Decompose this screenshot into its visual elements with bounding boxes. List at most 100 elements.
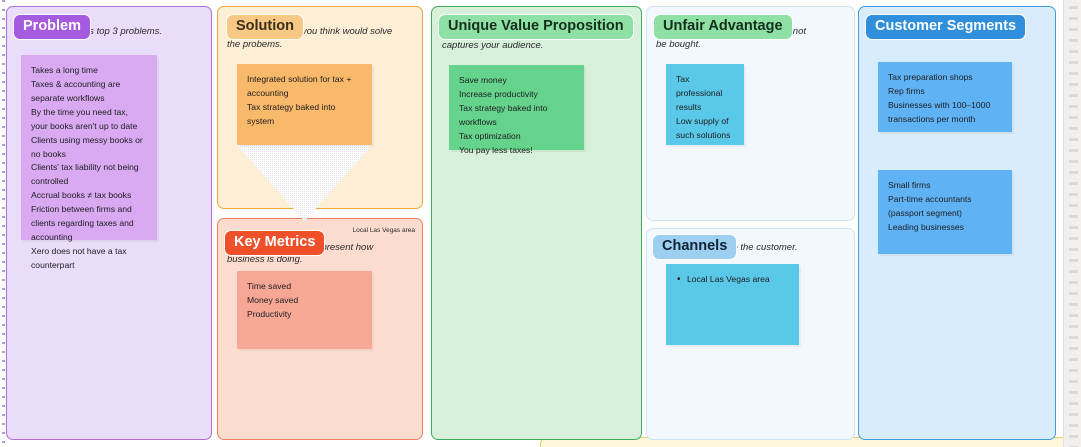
panel-title-channels: Channels xyxy=(652,234,738,260)
note-line: Time saved xyxy=(247,281,292,291)
note-line: Productivity xyxy=(247,308,292,319)
ruler-tick xyxy=(1069,402,1078,405)
ruler-tick xyxy=(1069,94,1078,97)
note-line: Low supply of such solutions xyxy=(676,115,731,140)
note-line: Integrated solution for tax + accounting xyxy=(247,74,352,98)
ruler-tick xyxy=(1069,424,1078,427)
note-line: Money saved xyxy=(247,294,299,305)
ruler-tick xyxy=(1069,72,1078,75)
note-line: Tax strategy baked into system xyxy=(247,101,336,126)
note-line: By the time you need tax, your books are… xyxy=(31,106,138,131)
note-line: Xero does not have a tax counterpart xyxy=(31,245,127,270)
ruler-tick xyxy=(1069,138,1078,141)
ruler-tick xyxy=(1069,50,1078,53)
panel-hint-solution-line1: ons you think would solve xyxy=(284,26,393,37)
ruler-tick xyxy=(1069,336,1078,339)
left-selection-guide xyxy=(2,0,5,447)
ruler-tick xyxy=(1069,28,1078,31)
ruler-tick xyxy=(1069,39,1078,42)
ruler-tick xyxy=(1069,116,1078,119)
ruler-tick xyxy=(1069,248,1078,251)
ruler-tick xyxy=(1069,182,1078,185)
panel-title-problem: Problem xyxy=(13,14,92,40)
note-line: Businesses with 100–1000 transactions pe… xyxy=(888,99,991,124)
ruler-tick xyxy=(1069,193,1078,196)
decorative-triangle xyxy=(237,145,372,221)
ruler-tick xyxy=(1069,369,1078,372)
note-line: Increase productivity xyxy=(459,88,538,99)
panel-title-unfair-advantage: Unfair Advantage xyxy=(653,14,793,40)
ruler-tick xyxy=(1069,281,1078,284)
ruler-tick xyxy=(1069,325,1078,328)
note-line: Clients using messy books or no books xyxy=(31,134,143,159)
ruler-tick xyxy=(1069,215,1078,218)
panel-hint-unfair-line2: be bought. xyxy=(656,39,701,50)
sticky-note-unfair-advantage[interactable]: Tax professional results Low supply of s… xyxy=(666,64,744,145)
note-line: Takes a long time xyxy=(31,65,98,75)
ruler-tick xyxy=(1069,204,1078,207)
ruler-tick xyxy=(1069,413,1078,416)
panel-title-key-metrics: Key Metrics xyxy=(224,230,326,256)
ruler-tick xyxy=(1069,358,1078,361)
note-line: Tax preparation shops xyxy=(888,72,973,82)
panel-problem[interactable]: Problem mer's top 3 problems. Takes a lo… xyxy=(6,6,212,440)
sticky-note-uvp[interactable]: Save money Increase productivity Tax str… xyxy=(449,65,584,155)
ruler-tick xyxy=(1069,17,1078,20)
note-line: Clients' tax liability not being control… xyxy=(31,162,139,187)
note-line: Tax strategy baked into workflows xyxy=(459,102,548,127)
ruler-tick xyxy=(1069,105,1078,108)
panel-hint-key-metrics-line2: business is doing. xyxy=(227,254,303,265)
ruler-tick xyxy=(1069,171,1078,174)
ruler-tick xyxy=(1069,435,1078,438)
note-bullet: Local Las Vegas area xyxy=(676,272,789,288)
ruler-tick xyxy=(1069,149,1078,152)
panel-hint-solution-line2: the probems. xyxy=(227,39,283,50)
ruler-tick xyxy=(1069,83,1078,86)
ruler-tick xyxy=(1069,226,1078,229)
panel-title-customer-segments: Customer Segments xyxy=(865,14,1027,40)
note-line: You pay less taxes! xyxy=(459,144,533,155)
panel-hint-problem: mer's top 3 problems. xyxy=(71,26,163,37)
panel-unique-value-proposition[interactable]: Unique Value Proposition captures your a… xyxy=(431,6,642,440)
ruler-tick xyxy=(1069,237,1078,240)
note-line: Part-time accountants (passport segment) xyxy=(888,193,972,218)
note-line: Save money xyxy=(459,75,507,85)
sticky-note-customer-segments-top[interactable]: Tax preparation shops Rep firms Business… xyxy=(878,62,1012,132)
panel-key-metrics[interactable]: Key Metrics represent how business is do… xyxy=(217,218,423,440)
panel-channels[interactable]: Channels els to the customer. Local Las … xyxy=(646,228,855,440)
panel-hint-key-metrics-line1: represent how xyxy=(313,242,374,253)
note-line: Accrual books ≠ tax books xyxy=(31,190,132,201)
panel-solution[interactable]: Solution ons you think would solve the p… xyxy=(217,6,423,221)
note-line: Rep firms xyxy=(888,85,925,96)
ruler-tick xyxy=(1069,270,1078,273)
sticky-note-problem[interactable]: Takes a long time Taxes & accounting are… xyxy=(21,55,157,270)
ruler-tick xyxy=(1069,314,1078,317)
note-line: Taxes & accounting are separate workflow… xyxy=(31,78,121,103)
sticky-note-customer-segments-bottom[interactable]: Small firms Part-time accountants (passp… xyxy=(878,170,1012,254)
panel-title-uvp: Unique Value Proposition xyxy=(438,14,634,40)
ruler-tick xyxy=(1069,61,1078,64)
ruler-tick xyxy=(1069,127,1078,130)
corner-label-key-metrics: Local Las Vegas area xyxy=(352,227,415,234)
sticky-note-solution[interactable]: Integrated solution for tax + accounting… xyxy=(237,64,372,145)
right-ruler-strip[interactable] xyxy=(1063,0,1081,447)
note-line: Tax professional results xyxy=(676,74,723,112)
ruler-tick xyxy=(1069,391,1078,394)
panel-customer-segments[interactable]: Customer Segments Tax preparation shops … xyxy=(858,6,1056,440)
ruler-tick xyxy=(1069,347,1078,350)
note-line: Tax optimization xyxy=(459,130,521,141)
note-line: Friction between firms and clients regar… xyxy=(31,204,134,243)
note-line: Small firms xyxy=(888,180,931,190)
sticky-note-key-metrics[interactable]: Time saved Money saved Productivity xyxy=(237,271,372,349)
note-line: Leading businesses xyxy=(888,221,964,232)
panel-hint-uvp-line2: captures your audience. xyxy=(442,40,544,51)
sticky-note-channels[interactable]: Local Las Vegas area xyxy=(666,264,799,345)
panel-hint-channels: els to the customer. xyxy=(715,242,798,253)
ruler-tick xyxy=(1069,292,1078,295)
panel-title-solution: Solution xyxy=(226,14,304,40)
ruler-tick xyxy=(1069,303,1078,306)
panel-unfair-advantage[interactable]: Unfair Advantage that cannot be bought. … xyxy=(646,6,855,221)
ruler-tick xyxy=(1069,259,1078,262)
ruler-tick xyxy=(1069,160,1078,163)
